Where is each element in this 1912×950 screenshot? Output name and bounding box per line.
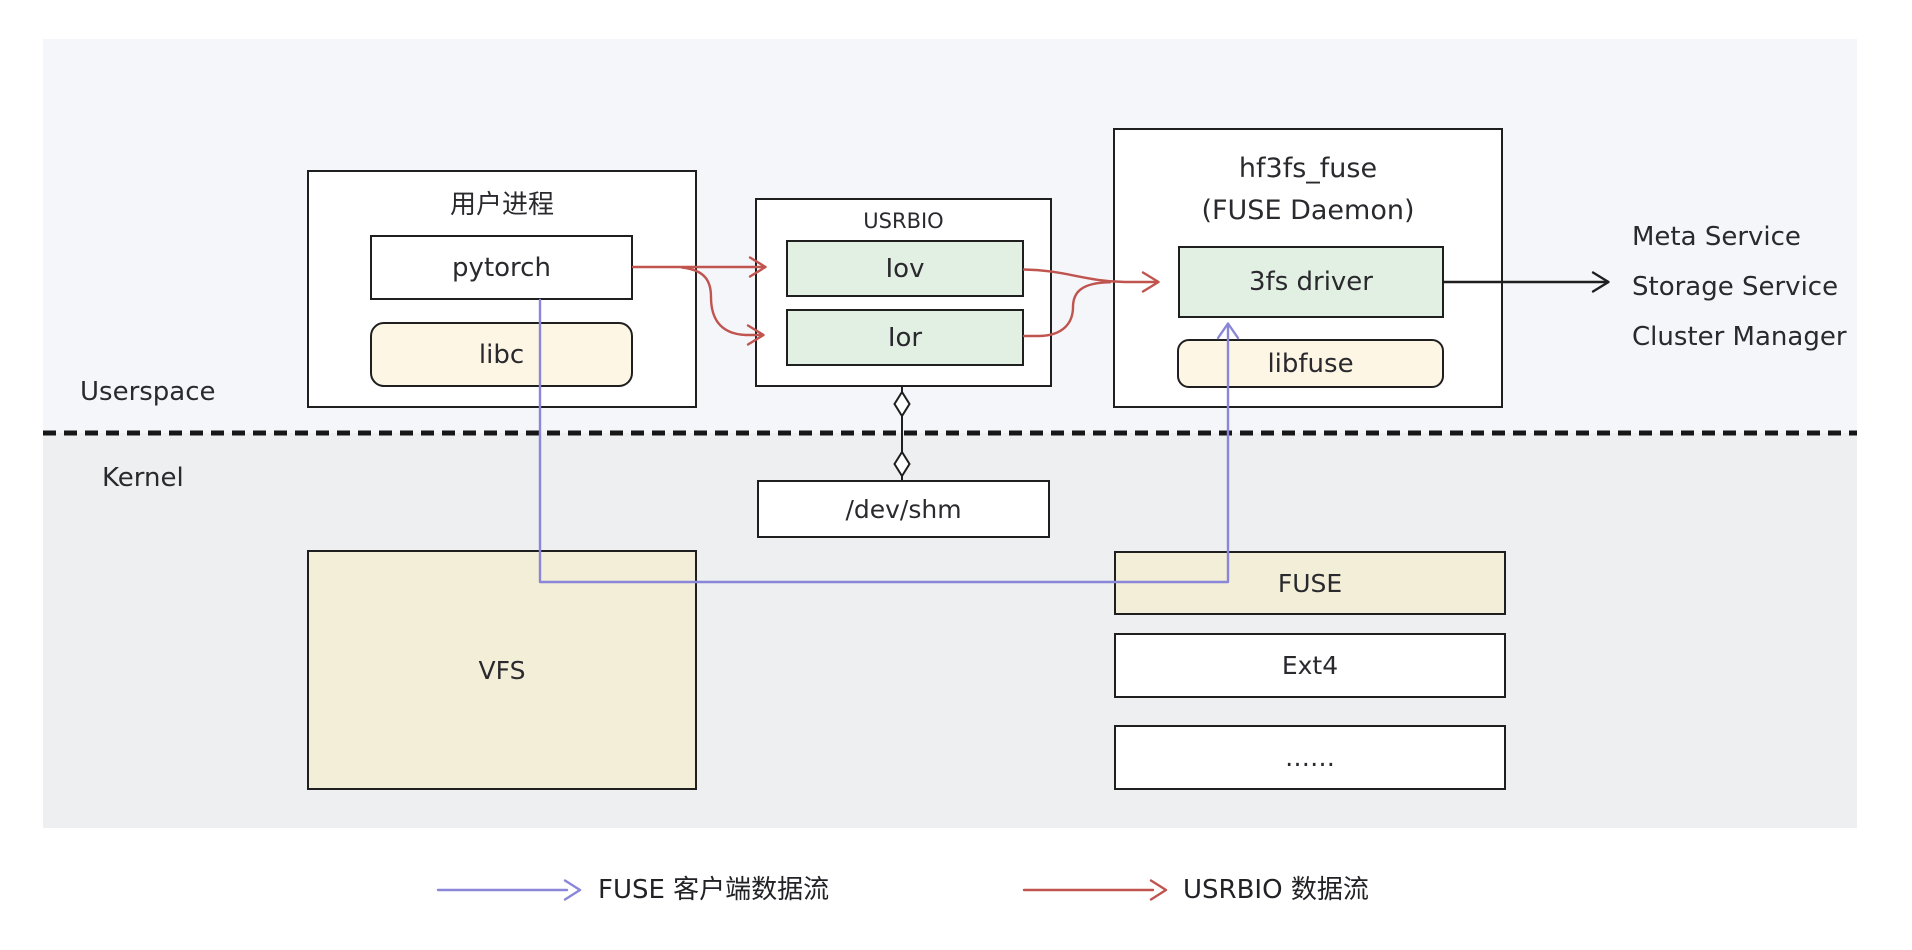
iov-label: Iov [885,253,925,284]
hf3fs-fuse-title-line2: (FUSE Daemon) [1201,194,1415,226]
vfs-box: VFS [307,550,697,790]
storage-service-label: Storage Service [1632,272,1839,302]
user-process-title: 用户进程 [449,189,554,220]
legend-fuse-flow-label: FUSE 客户端数据流 [598,875,830,905]
hf3fs-fuse-title-line1: hf3fs_fuse [1238,152,1378,184]
more-filesystems-label: …… [1285,743,1335,772]
userspace-label: Userspace [80,377,216,407]
usrbio-title: USRBIO [863,209,944,233]
ext4-box: Ext4 [1114,633,1506,698]
ior-label: Ior [887,322,923,353]
ext4-label: Ext4 [1281,651,1339,680]
kernel-label: Kernel [102,463,184,493]
3fs-driver-label: 3fs driver [1249,267,1373,297]
libfuse-box: libfuse [1177,339,1444,388]
fuse-label: FUSE [1277,568,1343,598]
devshm-box: /dev/shm [757,480,1050,538]
libc-box: libc [370,322,633,387]
libfuse-label: libfuse [1267,348,1354,379]
fuse-box: FUSE [1114,551,1506,615]
meta-service-label: Meta Service [1632,222,1801,252]
pytorch-box: pytorch [370,235,633,300]
more-filesystems-box: …… [1114,725,1506,790]
legend-usrbio-flow-label: USRBIO 数据流 [1183,875,1369,905]
libc-label: libc [478,339,525,370]
ior-box: Ior [786,309,1024,366]
pytorch-label: pytorch [452,252,551,283]
3fs-driver-box: 3fs driver [1178,246,1444,318]
services-text: Meta Service Storage Service Cluster Man… [1632,212,1847,362]
iov-box: Iov [786,240,1024,297]
devshm-label: /dev/shm [845,494,962,524]
cluster-manager-label: Cluster Manager [1632,322,1847,352]
vfs-label: VFS [478,655,526,685]
